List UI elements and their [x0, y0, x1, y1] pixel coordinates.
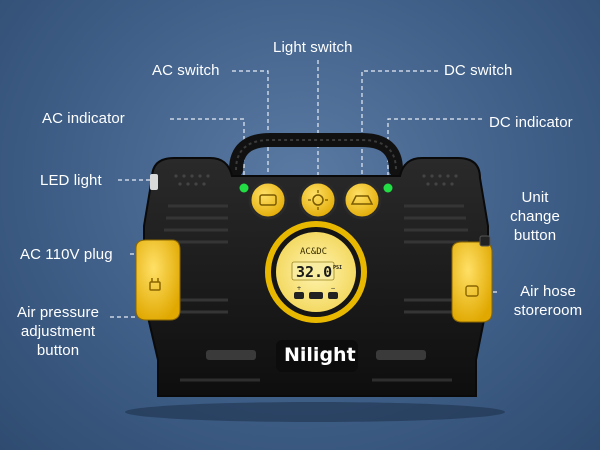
light-bulb-icon — [312, 194, 324, 206]
label-unit-change-button: Unit change button — [500, 188, 570, 245]
label-pressure-line3: button — [36, 342, 80, 359]
ac-indicator-led — [239, 183, 249, 193]
air-hose-storeroom — [451, 241, 493, 323]
label-unit-line1: Unit — [521, 189, 549, 206]
brand-plate — [276, 340, 358, 372]
label-pressure-line1: Air pressure — [16, 304, 100, 321]
label-hose-line1: Air hose — [520, 283, 576, 300]
label-dc-indicator: DC indicator — [489, 114, 573, 131]
carry-handle — [229, 133, 403, 177]
label-led-light: LED light — [40, 172, 102, 189]
label-air-pressure-adjustment: Air pressure adjustment button — [6, 303, 110, 360]
ac-indicator-leader — [170, 118, 245, 184]
light-switch-shape — [298, 180, 338, 220]
mode-label: AC&DC — [300, 247, 328, 257]
brand-logo: Nilight — [284, 344, 356, 366]
label-hose-line2: storeroom — [513, 302, 583, 319]
dc-switch-shape — [342, 180, 382, 220]
ac-switch-shape — [248, 180, 288, 220]
label-unit-line3: button — [513, 227, 557, 244]
dc-indicator-led — [383, 183, 393, 193]
label-dc-switch: DC switch — [444, 62, 513, 79]
top-grilles — [174, 174, 458, 186]
label-unit-line2: change — [510, 208, 560, 225]
minus-icon: − — [330, 285, 335, 292]
label-air-hose-storeroom: Air hose storeroom — [500, 282, 596, 320]
label-light-switch: Light switch — [273, 39, 353, 56]
label-ac-switch: AC switch — [152, 62, 220, 79]
label-ac-indicator: AC indicator — [42, 110, 125, 127]
label-ac-110v-plug: AC 110V plug — [20, 246, 113, 263]
ac-switch-leader — [232, 70, 269, 182]
display-unit: PSI — [333, 265, 343, 271]
lower-grilles — [206, 350, 426, 360]
lcd-screen — [291, 261, 335, 281]
car-icon — [350, 195, 374, 205]
plus-icon: + — [296, 285, 301, 292]
dc-indicator-leader — [387, 118, 482, 184]
label-pressure-line2: adjustment — [20, 323, 96, 340]
plug-icon — [149, 278, 161, 291]
unit-change-button-shape — [479, 235, 491, 247]
led-light — [150, 174, 158, 190]
adjustment-buttons — [294, 292, 338, 299]
display-value: 32.0 — [296, 263, 333, 281]
